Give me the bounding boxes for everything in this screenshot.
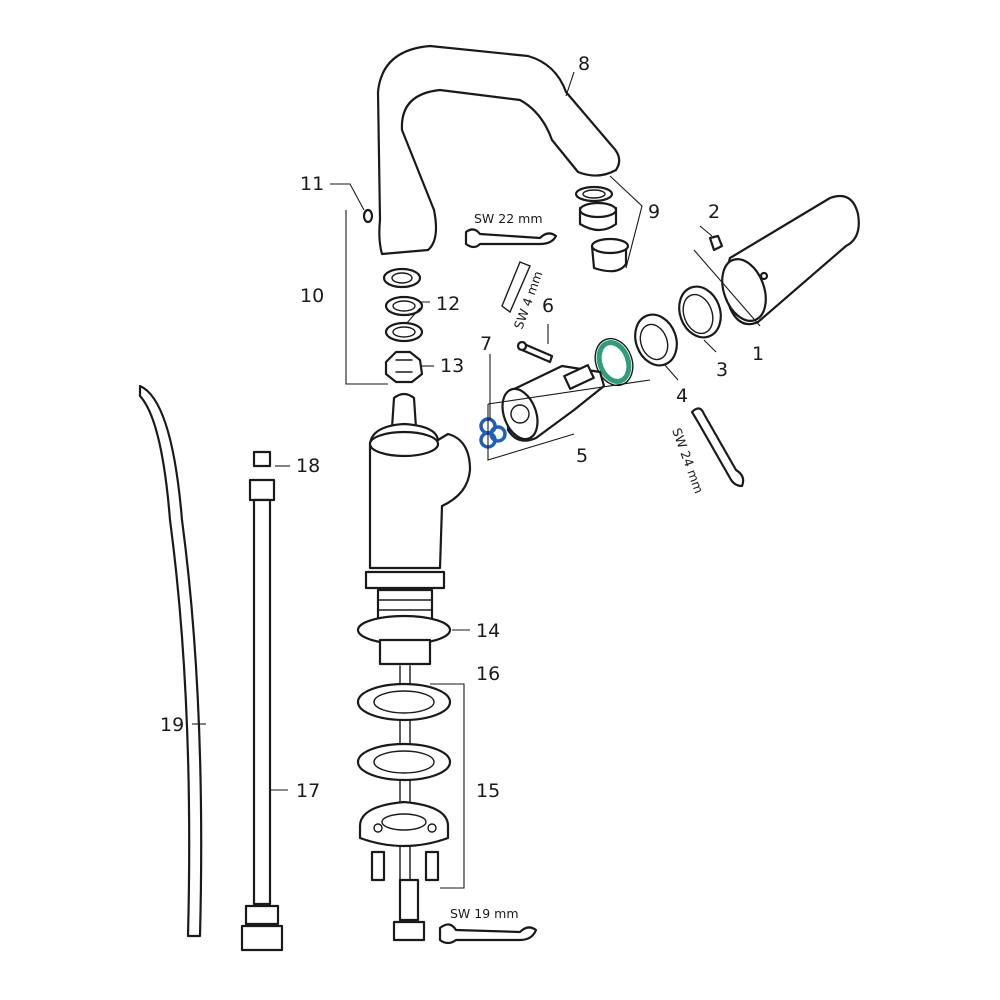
cover-ring-part bbox=[678, 285, 722, 339]
callout-7: 7 bbox=[480, 333, 492, 355]
tool-label-sw24: SW 24 mm bbox=[669, 426, 707, 495]
lever-handle-part bbox=[721, 194, 860, 326]
star-insert-part bbox=[384, 350, 424, 384]
tool-labels: SW 22 mm SW 4 mm SW 24 mm SW 19 mm bbox=[450, 211, 707, 921]
spout-part bbox=[376, 44, 621, 256]
tool-label-sw19: SW 19 mm bbox=[450, 906, 519, 921]
callout-18: 18 bbox=[296, 455, 320, 477]
supply-hose-part bbox=[240, 450, 284, 952]
callout-13: 13 bbox=[440, 355, 464, 377]
callout-3: 3 bbox=[716, 359, 728, 381]
flex-tube-part bbox=[138, 384, 203, 938]
green-ring-part bbox=[594, 337, 634, 387]
cartridge-part bbox=[501, 364, 606, 442]
hose-connector-main-part bbox=[392, 878, 426, 942]
callout-4: 4 bbox=[676, 385, 688, 407]
grub-screw-part bbox=[362, 208, 374, 224]
tool-label-sw22: SW 22 mm bbox=[474, 211, 543, 226]
callout-5: 5 bbox=[576, 445, 588, 467]
callout-6: 6 bbox=[542, 295, 554, 317]
callout-19: 19 bbox=[160, 714, 184, 736]
callout-15: 15 bbox=[476, 780, 500, 802]
wrench-sw22-tool bbox=[464, 228, 558, 249]
callout-11: 11 bbox=[300, 173, 324, 195]
callout-1: 1 bbox=[752, 343, 764, 365]
callout-9: 9 bbox=[648, 201, 660, 223]
wrench-sw19-tool bbox=[438, 923, 538, 945]
washer-upper-part bbox=[356, 682, 452, 722]
hex-key-tool bbox=[501, 261, 531, 314]
callout-8: 8 bbox=[578, 53, 590, 75]
threaded-nut-part bbox=[634, 313, 678, 367]
callout-12: 12 bbox=[436, 293, 460, 315]
pin-part bbox=[708, 234, 724, 252]
o-ring-set-part bbox=[479, 417, 507, 449]
callout-17: 17 bbox=[296, 780, 320, 802]
mounting-bracket-part bbox=[358, 800, 450, 848]
aerator-part bbox=[574, 185, 630, 273]
callout-labels: 1 2 3 4 5 6 7 8 9 10 11 12 13 14 15 16 1… bbox=[160, 53, 764, 802]
callout-2: 2 bbox=[708, 201, 720, 223]
wrench-sw24-tool bbox=[690, 407, 745, 488]
stem-screw-part bbox=[516, 340, 554, 364]
base-gasket-part bbox=[356, 614, 452, 666]
callout-14: 14 bbox=[476, 620, 500, 642]
callout-10: 10 bbox=[300, 285, 324, 307]
leader-lines bbox=[192, 71, 761, 889]
callout-16: 16 bbox=[476, 663, 500, 685]
stud-bolts-part bbox=[370, 850, 440, 882]
mixer-body-part bbox=[364, 392, 472, 634]
washer-lower-part bbox=[356, 742, 452, 782]
seal-rings-part bbox=[382, 267, 424, 343]
